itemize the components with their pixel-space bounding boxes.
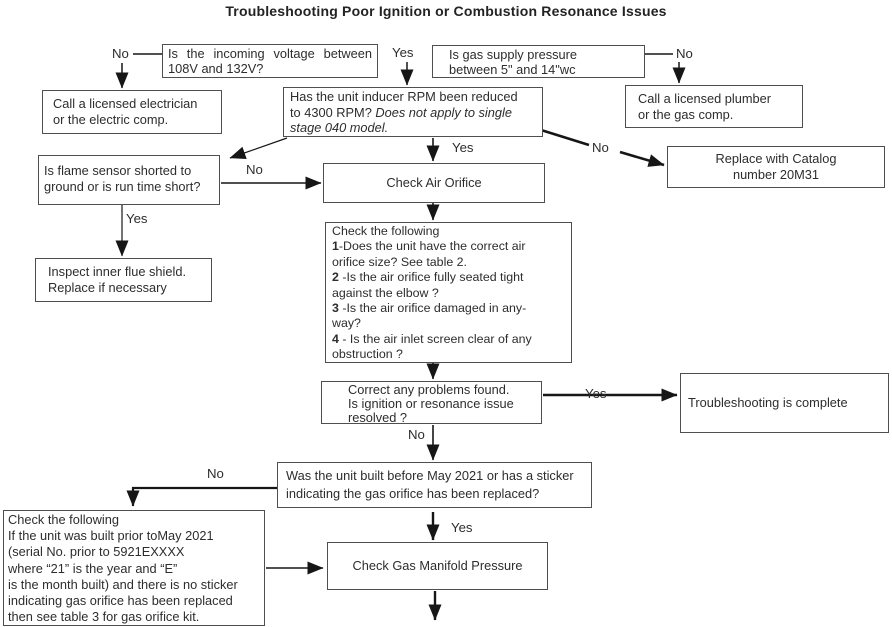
label-no-voltage: No — [112, 46, 129, 61]
node-built-before-question: Was the unit built before May 2021 or ha… — [277, 462, 592, 508]
node-flame-sensor-question: Is flame sensor shorted to ground or is … — [38, 155, 220, 205]
text-line: is the month built) and there is no stic… — [8, 576, 238, 592]
label-yes-voltage: Yes — [392, 45, 414, 60]
label-no-gas: No — [676, 46, 693, 61]
node-voltage-question: Is the incoming voltage between 108V and… — [162, 44, 378, 78]
text-line: Check Air Orifice — [386, 175, 482, 190]
node-correct-problems-question: Correct any problems found. Is ignition … — [321, 381, 542, 424]
text-line: (serial No. prior to 5921EXXXX — [8, 544, 185, 560]
node-check-air-orifice: Check Air Orifice — [323, 163, 545, 203]
text-line: Is flame sensor shorted to — [44, 163, 192, 178]
text-line: Call a licensed plumber — [638, 91, 772, 106]
line-no-rpm-seg1 — [540, 128, 590, 147]
text-line: Inspect inner flue shield. — [48, 264, 187, 279]
node-call-plumber: Call a licensed plumber or the gas comp. — [625, 85, 803, 128]
text-line: against the elbow ? — [332, 285, 439, 300]
node-gas-pressure-question: Is gas supply pressure between 5" and 14… — [432, 45, 645, 78]
text-line: resolved ? — [348, 409, 408, 425]
text-line: Is gas supply pressure — [449, 47, 578, 62]
node-serial-number-check: Check the following If the unit was buil… — [3, 510, 265, 626]
page-title: Troubleshooting Poor Ignition or Combust… — [225, 3, 667, 19]
text-line: to 4300 RPM? Does not apply to single — [290, 104, 512, 120]
text-line: ground or is run time short? — [44, 179, 201, 194]
label-yes-built: Yes — [451, 520, 473, 535]
text-line: Is the incoming voltage between — [168, 46, 372, 61]
arrow-rpm-to-flame — [229, 137, 288, 160]
text-line: Replace if necessary — [48, 280, 167, 295]
text-line: 1-Does the unit have the correct air — [332, 239, 526, 254]
text-line: between 5" and 14"wc — [449, 62, 576, 77]
label-yes-flame: Yes — [126, 211, 148, 226]
text-line: then see table 3 for gas orifice kit. — [8, 609, 200, 625]
text-line: Was the unit built before May 2021 or ha… — [286, 468, 574, 483]
text-line: 108V and 132V? — [168, 61, 264, 76]
node-inspect-flue-shield: Inspect inner flue shield. Replace if ne… — [35, 258, 212, 302]
text-line: orifice size? See table 2. — [332, 254, 467, 269]
label-yes-rpm: Yes — [452, 140, 474, 155]
text-line: Has the unit inducer RPM been reduced — [290, 89, 518, 104]
node-replace-catalog: Replace with Catalog number 20M31 — [667, 146, 885, 188]
text-line: Correct any problems found. — [348, 382, 510, 397]
arrow-no-rpm-seg2 — [619, 150, 665, 167]
label-no-rpm: No — [592, 140, 609, 155]
label-yes-resolved: Yes — [585, 386, 607, 401]
text-line: where “21” is the year and “E” — [8, 560, 178, 576]
text-line: Check the following — [8, 512, 119, 527]
text-line: indicating the gas orifice has been repl… — [286, 486, 540, 501]
label-no-built: No — [207, 466, 224, 481]
text-line: Check Gas Manifold Pressure — [352, 558, 523, 573]
node-check-gas-manifold: Check Gas Manifold Pressure — [327, 542, 548, 590]
text-line: 4 - Is the air inlet screen clear of any — [332, 331, 532, 346]
text-line: or the gas comp. — [638, 107, 734, 122]
node-inducer-rpm-question: Has the unit inducer RPM been reduced to… — [283, 87, 543, 137]
text-line: obstruction ? — [332, 347, 403, 362]
text-line: Check the following — [332, 224, 440, 238]
text-line: indicating gas orifice has been replaced — [8, 593, 233, 609]
arrow-no-built-left — [126, 486, 277, 507]
node-air-orifice-checklist: Check the following 1-Does the unit have… — [325, 222, 572, 363]
text-line: number 20M31 — [732, 167, 820, 182]
text-line: 3 -Is the air orifice damaged in any- — [332, 301, 527, 316]
text-line: way? — [332, 316, 361, 331]
text-line: Troubleshooting is complete — [688, 395, 848, 410]
text-line: Replace with Catalog — [715, 151, 837, 166]
text-line: stage 040 model. — [290, 120, 389, 135]
text-line: Is ignition or resonance issue — [348, 395, 514, 411]
text-line: 2 -Is the air orifice fully seated tight — [332, 270, 524, 285]
label-no-resolved: No — [408, 427, 425, 442]
text-line: If the unit was built prior toMay 2021 — [8, 528, 214, 544]
node-call-electrician: Call a licensed electrician or the elect… — [42, 90, 222, 134]
text-line: or the electric comp. — [53, 112, 169, 127]
label-no-flame: No — [246, 162, 263, 177]
text-line: Call a licensed electrician — [53, 96, 198, 111]
node-troubleshooting-complete: Troubleshooting is complete — [680, 373, 889, 433]
